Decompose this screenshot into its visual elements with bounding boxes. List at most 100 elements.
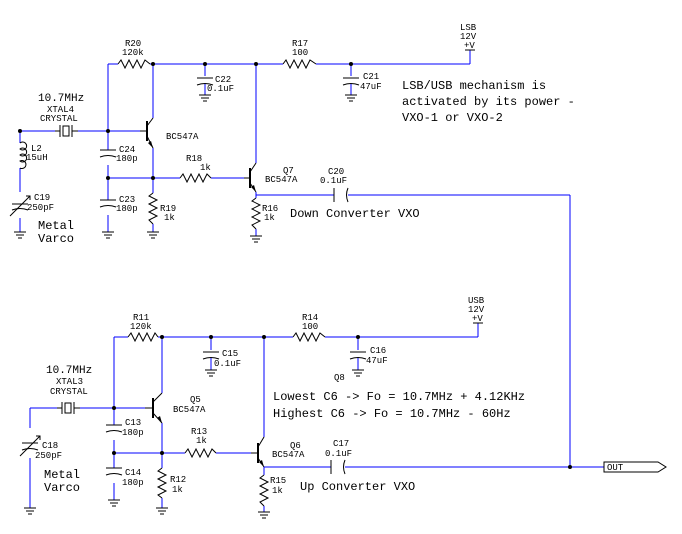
r18-name: R18 (186, 154, 202, 164)
c21-value: 47uF (360, 82, 382, 92)
c23-name: C23 (119, 195, 135, 205)
c17-value: 0.1uF (325, 449, 352, 459)
xtal3-name: XTAL3 (56, 377, 83, 387)
note-line-1: LSB/USB mechanism is (402, 79, 546, 93)
l2-value: 15uH (26, 153, 48, 163)
bottom-caption: Up Converter VXO (300, 480, 415, 494)
r11-value: 120k (130, 322, 152, 332)
c18-name: C18 (42, 441, 58, 451)
r16-value: 1k (264, 213, 275, 223)
top-varco-1: Metal (38, 219, 74, 233)
c22-name: C22 (215, 75, 231, 85)
supply-usb-voltage: 12V (468, 305, 485, 315)
out-label: OUT (607, 463, 624, 473)
r15-name: R15 (270, 476, 286, 486)
q5-name: Q5 (190, 395, 201, 405)
inductor-l2 (19, 141, 28, 169)
bottom-freq-label: 10.7MHz (46, 365, 92, 377)
r19-value: 1k (164, 213, 175, 223)
transistor-q-top-left (140, 117, 154, 149)
top-grounds (14, 94, 357, 243)
r16-name: R16 (262, 204, 278, 214)
r11-name: R11 (133, 313, 149, 323)
l2-name: L2 (31, 144, 42, 154)
c19-name: C19 (34, 193, 50, 203)
c15-name: C15 (222, 349, 238, 359)
transistor-q7 (244, 162, 257, 193)
transistor-q5 (145, 392, 163, 424)
bottom-junctions (112, 335, 572, 469)
c13-name: C13 (125, 418, 141, 428)
c18-value: 250pF (35, 451, 62, 461)
top-varco-2: Varco (38, 232, 74, 246)
q6-name: Q6 (290, 441, 301, 451)
xtal4-symbol (55, 125, 78, 137)
c13-value: 180p (122, 428, 144, 438)
c20-value: 0.1uF (320, 176, 347, 186)
c24-value: 180p (116, 154, 138, 164)
c23-value: 180p (116, 204, 138, 214)
c21-name: C21 (363, 72, 379, 82)
supply-lsb-rail: +V (464, 41, 475, 51)
r15-value: 1k (272, 486, 283, 496)
note-line-3: VXO-1 or VXO-2 (402, 111, 503, 125)
c15-value: 0.1uF (214, 359, 241, 369)
bottom-varco-1: Metal (44, 468, 80, 482)
r14-name: R14 (302, 313, 318, 323)
xtal3-symbol (57, 402, 80, 414)
q7-name: Q7 (283, 166, 294, 176)
c17-name: C17 (333, 439, 349, 449)
top-wires (19, 50, 571, 467)
bottom-grounds (24, 369, 364, 519)
supply-lsb-name: LSB (460, 23, 477, 33)
top-caption: Down Converter VXO (290, 207, 420, 221)
c16-value: 47uF (366, 356, 388, 366)
c16-name: C16 (370, 346, 386, 356)
r17-value: 100 (292, 48, 308, 58)
xtal3-type: CRYSTAL (50, 387, 88, 397)
xtal4-type: CRYSTAL (40, 114, 78, 124)
r12-value: 1k (172, 485, 183, 495)
q6-type: BC547A (272, 450, 305, 460)
q8-name: Q8 (334, 373, 345, 383)
c14-value: 180p (122, 478, 144, 488)
capacitor-c20 (333, 187, 349, 203)
note-highest: Highest C6 -> Fo = 10.7MHz - 60Hz (273, 407, 511, 421)
top-circuit: 10.7MHz XTAL4 CRYSTAL L2 15uH C19 250pF … (9, 23, 575, 467)
c14-name: C14 (125, 468, 141, 478)
c24-name: C24 (119, 145, 135, 155)
capacitor-c19 (9, 195, 31, 217)
out-connector (603, 461, 667, 473)
r14-value: 100 (302, 322, 318, 332)
note-lowest: Lowest C6 -> Fo = 10.7MHz + 4.12KHz (273, 390, 525, 404)
top-freq-label: 10.7MHz (38, 93, 84, 105)
r20-name: R20 (125, 39, 141, 49)
c22-value: 0.1uF (207, 84, 234, 94)
supply-lsb-voltage: 12V (460, 32, 477, 42)
r19-name: R19 (160, 204, 176, 214)
bottom-capacitors (105, 351, 367, 476)
c20-name: C20 (328, 167, 344, 177)
q-top-left-type: BC547A (166, 132, 199, 142)
r13-name: R13 (191, 427, 207, 437)
top-capacitors (99, 77, 360, 208)
q7-type: BC547A (265, 175, 298, 185)
r12-name: R12 (170, 475, 186, 485)
supply-usb-rail: +V (472, 314, 483, 324)
capacitor-c17 (330, 459, 346, 475)
bottom-resistors (127, 331, 326, 507)
transistor-q6 (251, 436, 265, 468)
c19-value: 250pF (27, 203, 54, 213)
r18-value: 1k (200, 163, 211, 173)
top-resistors (117, 58, 317, 230)
note-line-2: activated by its power - (402, 95, 575, 109)
capacitor-c18 (19, 435, 41, 457)
r13-value: 1k (196, 436, 207, 446)
r20-value: 120k (122, 48, 144, 58)
bottom-circuit: OUT 10.7MHz XTAL3 CRYSTAL C18 250pF Meta… (19, 296, 667, 519)
r17-name: R17 (292, 39, 308, 49)
supply-usb-name: USB (468, 296, 485, 306)
xtal4-name: XTAL4 (47, 105, 74, 115)
top-junctions (18, 62, 353, 180)
